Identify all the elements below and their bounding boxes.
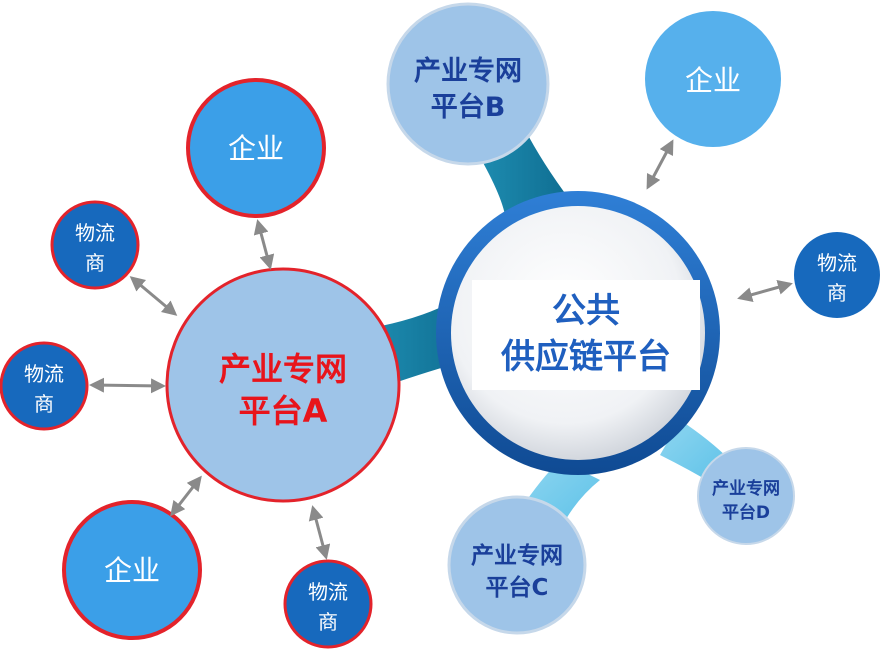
industry-platform-c-node[interactable]: 产业专网 平台C	[447, 495, 587, 635]
arrow-hub-enterprise-right	[646, 139, 674, 190]
logistics-a-left-line1: 物流	[24, 362, 64, 386]
logistics-node-a-top[interactable]: 物流 商	[50, 200, 140, 290]
platform-d-line2: 平台D	[722, 502, 770, 523]
platform-d-line1: 产业专网	[712, 478, 780, 499]
industry-platform-b-node[interactable]: 产业专网 平台B	[386, 2, 550, 166]
enterprise-node-top-a[interactable]: 企业	[186, 78, 326, 218]
hub-label-line2: 供应链平台	[500, 337, 671, 377]
logistics-node-a-bottom[interactable]: 物流 商	[283, 559, 373, 649]
arrow-platform-a-logistics-bottom	[308, 505, 331, 560]
logistics-right-line1: 物流	[817, 251, 857, 275]
platform-a-line1: 产业专网	[219, 350, 347, 388]
logistics-a-top-line2: 商	[85, 251, 105, 275]
platform-c-line1: 产业专网	[471, 542, 563, 569]
arrow-hub-logistics-right	[737, 280, 793, 302]
logistics-right-line2: 商	[827, 281, 847, 305]
hub-label-line1: 公共	[552, 291, 620, 331]
enterprise-bottom-a-label: 企业	[104, 554, 160, 587]
platform-a-line2: 平台A	[239, 392, 328, 430]
industry-platform-a-node[interactable]: 产业专网 平台A	[165, 267, 401, 503]
logistics-a-bottom-line2: 商	[318, 610, 338, 634]
logistics-node-right[interactable]: 物流 商	[794, 232, 880, 318]
enterprise-top-a-label: 企业	[228, 132, 284, 165]
arrow-platform-a-logistics-top	[129, 276, 178, 316]
enterprise-right-label: 企业	[685, 64, 741, 97]
platform-b-line1: 产业专网	[414, 56, 522, 87]
arrow-platform-a-enterprise-bottom	[170, 475, 202, 517]
arrow-platform-a-enterprise-top	[253, 219, 275, 270]
connector-arrows	[89, 139, 793, 560]
public-supply-chain-hub[interactable]: 公共 供应链平台	[436, 191, 720, 475]
enterprise-node-right[interactable]: 企业	[645, 11, 781, 147]
logistics-a-top-line1: 物流	[75, 221, 115, 245]
logistics-a-left-line2: 商	[34, 392, 54, 416]
logistics-a-bottom-line1: 物流	[308, 580, 348, 604]
industry-platform-d-node[interactable]: 产业专网 平台D	[697, 447, 795, 545]
platform-c-line2: 平台C	[486, 574, 549, 601]
enterprise-node-bottom-a[interactable]: 企业	[62, 500, 202, 640]
arrow-platform-a-logistics-left	[89, 377, 166, 394]
platform-b-line2: 平台B	[431, 91, 506, 123]
hub-label-panel	[472, 280, 700, 390]
logistics-node-a-left[interactable]: 物流 商	[0, 341, 89, 431]
